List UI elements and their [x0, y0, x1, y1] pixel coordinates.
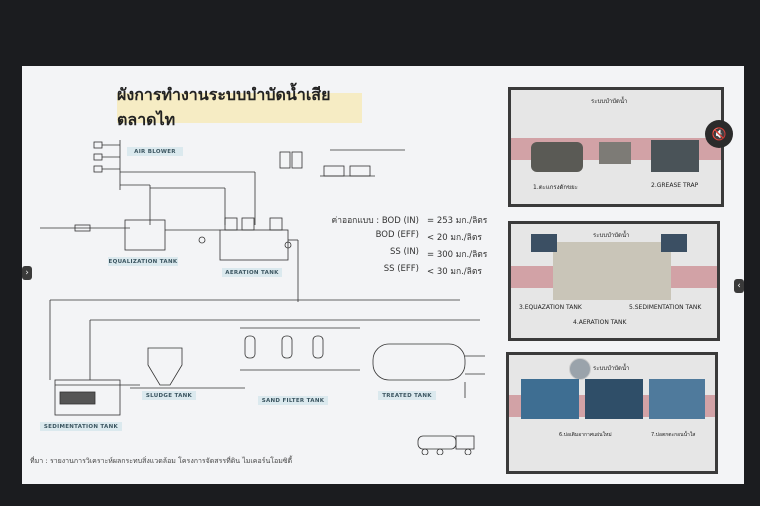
slide-source-note: ที่มา : รายงานการวิเคราะห์ผลกระทบสิ่งแวด…: [30, 457, 293, 465]
treated-tank-label: TREATED TANK: [378, 391, 436, 400]
equalization-tank-label: EQUALIZATION TANK: [108, 257, 178, 266]
grease-trap-photo-small: [599, 142, 631, 164]
process-flow-diagram: [40, 140, 485, 455]
panel-caption: 2.GREASE TRAP: [651, 182, 699, 189]
panel-caption: 6.บ่อเติมอากาศแผ่นใหม่: [559, 432, 612, 438]
param-value-ss-eff: < 30 มก./ลิตร: [427, 267, 482, 277]
param-label-ss-in: SS (IN): [390, 247, 419, 257]
chevron-left-icon: ‹: [737, 281, 741, 291]
param-value-ss-in: = 300 มก./ลิตร: [427, 250, 488, 260]
sand-filter-tank-label: SAND FILTER TANK: [258, 396, 328, 405]
grease-trap-photo: [651, 140, 699, 172]
prev-slide-button[interactable]: ›: [22, 266, 32, 280]
air-blower-label: AIR BLOWER: [127, 147, 183, 156]
tank-photo: [531, 234, 557, 252]
slide-title: ผังการทำงานระบบบำบัดน้ำเสีย ตลาดไท: [117, 85, 362, 129]
param-label-ss-eff: SS (EFF): [383, 264, 419, 274]
param-label-bod-eff: BOD (EFF): [375, 230, 419, 240]
sedimentation-tank-label: SEDIMENTATION TANK: [40, 422, 122, 431]
tank-photo: [661, 234, 687, 252]
panel-caption: 4.AERATION TANK: [573, 319, 627, 326]
sludge-tank-label: SLUDGE TANK: [142, 391, 196, 400]
param-value-bod-eff: < 20 มก./ลิตร: [427, 233, 482, 243]
mute-icon: 🔇: [711, 127, 727, 141]
panel-caption: 1.ตะแกรงดักขยะ: [533, 184, 578, 191]
aeration-photo: [521, 379, 579, 419]
photo-panel-3: ระบบบำบัดน้ำ 6.บ่อเติมอากาศแผ่นใหม่ 7.บ่…: [506, 352, 718, 474]
screen-trap-photo: [531, 142, 583, 172]
panel-caption: 3.EQUAZATION TANK: [519, 304, 582, 311]
photo-panel-2: ระบบบำบัดน้ำ 3.EQUAZATION TANK 5.SEDIMEN…: [508, 221, 720, 341]
aeration-tank-label: AERATION TANK: [222, 268, 282, 277]
param-value-bod-in: = 253 มก./ลิตร: [427, 216, 488, 226]
panel-header: ระบบบำบัดน้ำ: [593, 365, 630, 372]
panel-caption: 5.SEDIMENTATION TANK: [629, 304, 702, 311]
panel-caption: 7.บ่อตกตะกอนน้ำใส: [651, 432, 696, 438]
mute-button[interactable]: 🔇: [705, 120, 733, 148]
param-label-bod-in: ค่าออกแบบ : BOD (IN): [331, 216, 419, 226]
chevron-right-icon: ›: [25, 268, 29, 278]
loading-spinner-icon: [569, 358, 591, 380]
photo-panel-1: ระบบบำบัดน้ำ 1.ตะแกรงดักขยะ 2.GREASE TRA…: [508, 87, 724, 207]
next-slide-button[interactable]: ‹: [734, 279, 744, 293]
panel-header: ระบบบำบัดน้ำ: [591, 98, 628, 105]
aeration-photo: [585, 379, 643, 419]
clarifier-photo: [649, 379, 705, 419]
tank-photo-collage: [553, 242, 671, 300]
panel-header: ระบบบำบัดน้ำ: [593, 232, 630, 239]
